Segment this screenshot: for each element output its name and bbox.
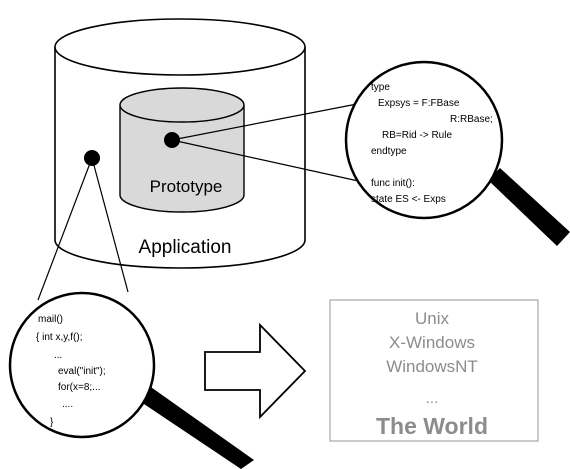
type-code-line: Expsys = F:FBase [378,98,460,109]
arrow-right-icon [204,322,307,420]
app-code-line: { int x,y,f(); [36,332,83,343]
type-code-line: RB=Rid -> Rule [382,130,452,141]
lens-connector-line [171,103,358,141]
app-code-line: ... [54,350,62,361]
prototype-label: Prototype [150,177,223,196]
type-magnifier-handle [488,168,570,246]
type-code-line: endtype [371,146,407,157]
type-magnifier-lens [344,60,504,220]
world-box [329,299,539,442]
type-code-line: type [371,82,390,93]
type-magnifier [344,60,570,246]
world-item: Unix [415,309,450,328]
world-item: ... [426,390,439,407]
type-code-line: func init(): [371,178,415,189]
lens-connector-line [37,157,93,301]
type-code-line: R:RBase; [450,114,493,125]
code-magnifier-lens [8,291,156,439]
lens-connector-line [91,157,129,293]
application-focus-dot [84,150,100,166]
code-magnifier [8,291,254,469]
app-code-line: .... [62,399,73,410]
application-label: Application [139,237,232,258]
prototype-focus-dot [164,132,180,148]
code-magnifier-handle [135,385,254,469]
world-item: WindowsNT [386,357,478,376]
type-code-line: state ES <- Exps [371,194,446,205]
lens-connector-line [171,139,373,185]
app-code-line: eval("init"); [58,366,106,377]
app-code-line: mail() [38,314,63,325]
world-title: The World [376,413,488,439]
world-item: X-Windows [389,333,475,352]
app-code-line: for(x=8;... [58,382,101,393]
app-code-line: } [50,417,54,428]
